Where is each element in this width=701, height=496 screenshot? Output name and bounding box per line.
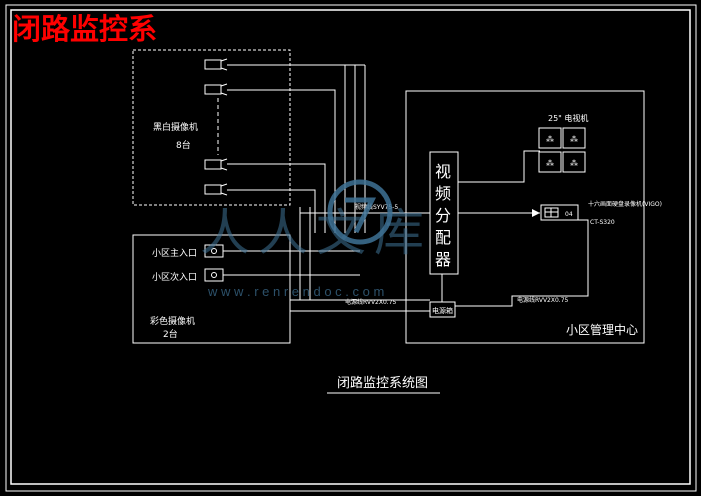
video-distributor — [429, 151, 459, 275]
monitor-label: 25" 电视机 — [548, 113, 588, 123]
distributor-char: 视 — [435, 162, 451, 181]
camera-icon — [204, 183, 228, 196]
distributor-char: 配 — [435, 228, 451, 247]
recorder-label: 十六画面硬盘录像机(VIGO) — [588, 200, 662, 208]
power-box — [429, 301, 456, 318]
diagram-title: 闭路监控系统图 — [337, 375, 428, 391]
tv-monitor-icon: ⁂ — [562, 127, 586, 149]
bw-camera-group-label: 黑白摄像机 — [153, 121, 198, 133]
svg-text:⁂: ⁂ — [570, 134, 578, 144]
tv-monitor-icon: ⁂ — [538, 127, 562, 149]
control-center-box — [405, 90, 645, 344]
header-title: 闭路监控系 — [12, 12, 157, 46]
watermark-logo-icon — [327, 179, 393, 245]
arrow-icon — [532, 209, 540, 217]
camera-icon — [204, 158, 228, 171]
recorder-model: CT-S320 — [590, 219, 615, 226]
video-cable-label: 视频线SYV75-5 — [355, 203, 398, 211]
watermark-brand: 人人文库 — [200, 205, 432, 261]
tv-monitor-icon: ⁂ — [538, 151, 562, 173]
color-camera-group-box — [132, 234, 291, 344]
bw-camera-group-count: 8台 — [176, 139, 191, 151]
entrance-main-label: 小区主入口 — [152, 247, 197, 259]
color-camera-group-count: 2台 — [163, 328, 178, 340]
entrance-secondary-label: 小区次入口 — [152, 271, 197, 283]
svg-text:⁂: ⁂ — [546, 158, 554, 168]
bw-camera-group-box — [132, 49, 291, 206]
svg-text:⁂: ⁂ — [546, 134, 554, 144]
color-camera-group-label: 彩色摄像机 — [150, 315, 195, 327]
distributor-char: 器 — [435, 250, 451, 269]
wiring — [223, 64, 589, 312]
power-box-label: 电源箱 — [432, 306, 453, 315]
watermark-url: w w w . r e n r e n d o c . c o m — [207, 284, 384, 299]
power-cable-label: 电源线RVV2X0.75 — [345, 298, 397, 306]
distributor-char: 频 — [435, 184, 451, 203]
power-cable-label: 电源线RVV2X0.75 — [517, 296, 569, 304]
camera-icon — [204, 83, 228, 96]
camera-icon — [204, 58, 228, 71]
recorder-box — [540, 204, 579, 221]
svg-text:⁂: ⁂ — [570, 158, 578, 168]
dome-camera-icon — [204, 268, 224, 282]
recorder-badge: 04 — [565, 211, 573, 218]
tv-monitor-icon: ⁂ — [562, 151, 586, 173]
drawing-frame — [5, 4, 697, 492]
control-center-label: 小区管理中心 — [566, 322, 638, 337]
distributor-char: 分 — [435, 206, 451, 225]
